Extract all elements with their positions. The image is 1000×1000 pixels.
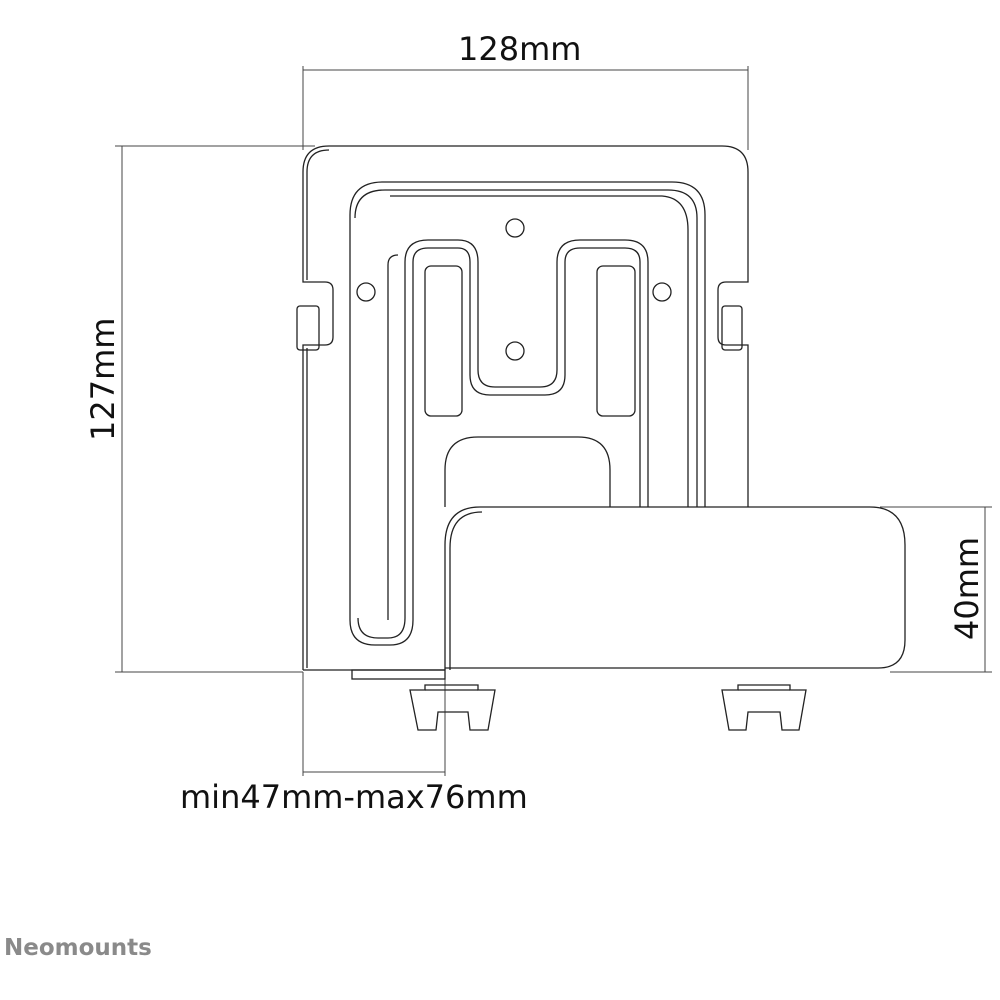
hole-left [356,282,376,302]
dimension-width [302,66,749,150]
hole-center [505,341,525,361]
device-height-label: 40mm [948,536,986,640]
cable-opening [444,436,611,507]
h-channel [349,247,641,646]
slot-left [424,265,463,417]
dimension-device-height [880,506,992,673]
depth-range-label: min47mm-max76mm [180,778,528,816]
hole-right [652,282,672,302]
dimension-depth [302,672,446,776]
foot-right [721,684,807,731]
device-box [444,506,906,670]
slot-right [596,265,636,417]
inner-frame [349,181,706,620]
dimension-height [115,145,315,673]
height-label: 127mm [84,317,122,441]
brand-logo: Neomounts [4,935,152,961]
bottom-strip [351,669,446,680]
width-label: 128mm [458,30,582,68]
left-clip [296,305,320,351]
foot-left [409,684,496,731]
back-plate [302,145,749,670]
right-clip [721,305,743,351]
hole-top [505,218,525,238]
